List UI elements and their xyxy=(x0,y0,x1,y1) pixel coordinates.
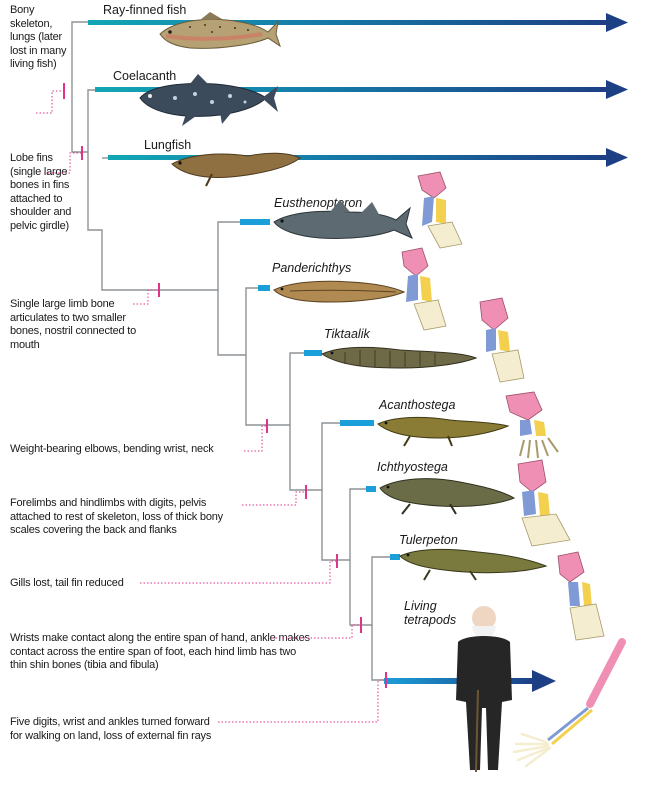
extinct-taxon-bars xyxy=(240,219,400,560)
limb-bones-human-arm xyxy=(512,638,626,768)
tiktaalik-illustration xyxy=(320,346,478,369)
taxon-label-acanthostega: Acanthostega xyxy=(378,398,455,412)
limb-bones-panderichthys xyxy=(401,247,447,331)
note-gills-lost: Gills lost, tail fin reduced xyxy=(10,577,124,589)
eusthenopteron-illustration xyxy=(273,200,413,239)
note-limb-bone: Single large limb bone articulates to tw… xyxy=(10,298,137,351)
limb-bones-acanthostega xyxy=(505,391,559,459)
note-bony-skeleton: Bony skeleton, lungs (later lost in many… xyxy=(10,4,67,71)
taxon-label-ichthyostega: Ichthyostega xyxy=(377,460,448,474)
leader-lines xyxy=(36,90,386,723)
acanthostega-illustration xyxy=(377,416,510,447)
panderichthys-illustration xyxy=(273,280,406,303)
note-five-digits: Five digits, wrist and ankles turned for… xyxy=(10,716,212,742)
taxon-label-panderichthys: Panderichthys xyxy=(272,261,351,275)
note-digits: Forelimbs and hindlimbs with digits, pel… xyxy=(10,497,223,537)
lungfish-illustration xyxy=(171,152,301,187)
tulerpeton-illustration xyxy=(399,548,548,581)
taxon-label-tiktaalik: Tiktaalik xyxy=(324,327,370,341)
limb-bones-ichthyostega xyxy=(517,459,571,547)
limb-bones-tiktaalik xyxy=(479,297,525,383)
limb-bones-tulerpeton xyxy=(557,551,605,641)
limb-bone-illustrations xyxy=(401,171,626,768)
ichthyostega-illustration xyxy=(379,478,516,515)
human-figure-illustration xyxy=(456,606,512,773)
coelacanth-illustration xyxy=(139,74,278,126)
taxon-label-ray-finned-fish: Ray-finned fish xyxy=(103,3,186,17)
taxon-label-eusthenopteron: Eusthenopteron xyxy=(274,196,362,210)
taxon-label-lungfish: Lungfish xyxy=(144,138,191,152)
note-lobe-fins: Lobe fins (single large bones in fins at… xyxy=(10,152,72,232)
taxon-label-tulerpeton: Tulerpeton xyxy=(399,533,458,547)
ray-finned-fish-illustration xyxy=(159,12,281,49)
taxon-label-coelacanth: Coelacanth xyxy=(113,69,176,83)
note-elbows: Weight-bearing elbows, bending wrist, ne… xyxy=(10,443,214,455)
note-wrists-contact: Wrists make contact along the entire spa… xyxy=(10,632,310,672)
limb-bones-eusthenopteron xyxy=(417,171,463,249)
